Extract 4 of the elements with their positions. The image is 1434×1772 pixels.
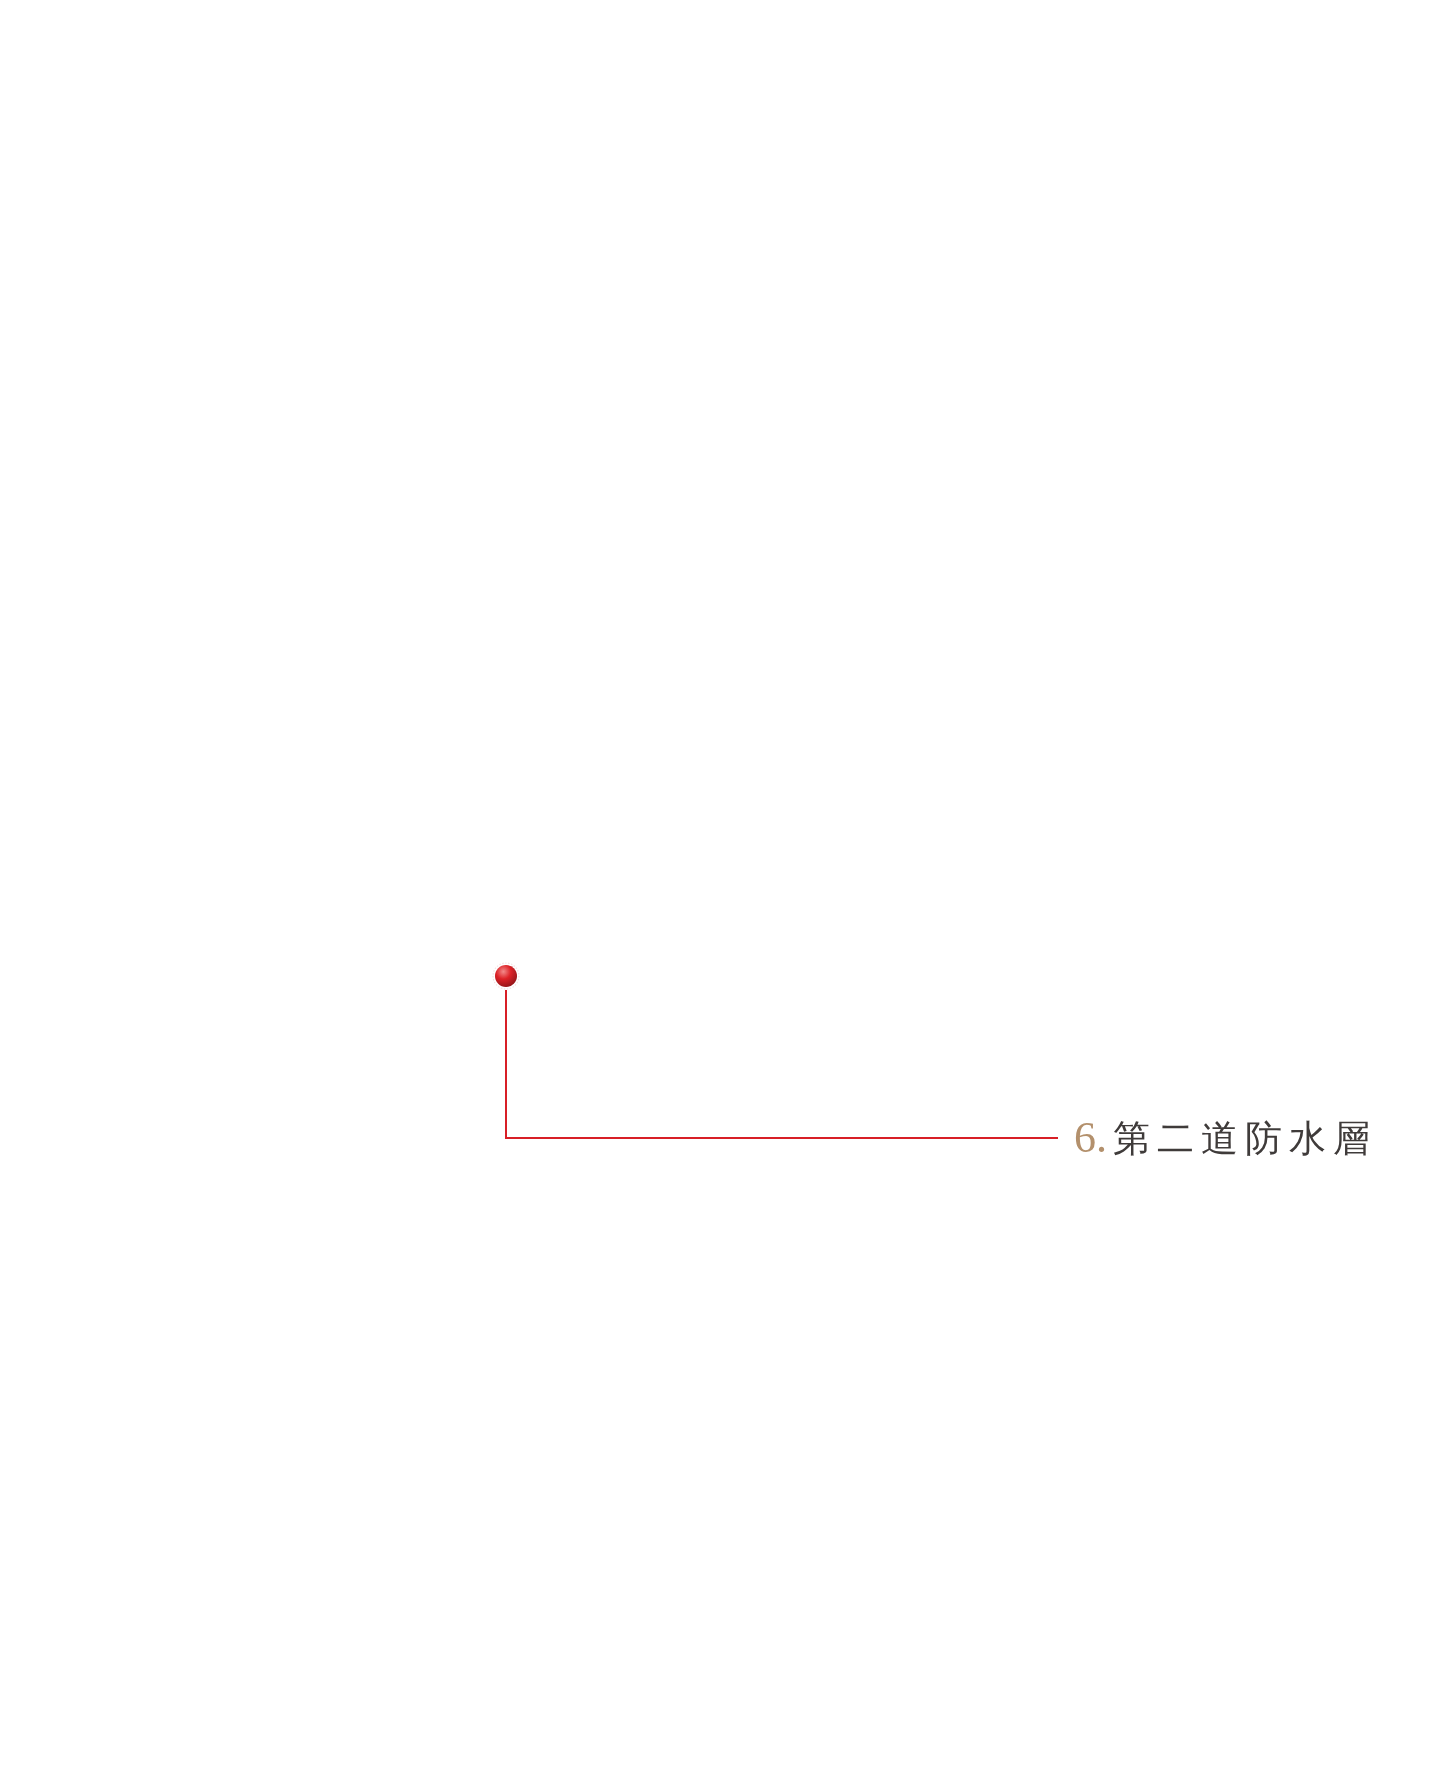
leader-line — [505, 989, 1059, 1139]
callout-number: 6. — [1074, 1116, 1107, 1160]
dot-marker-icon — [492, 962, 520, 990]
callout-label: 第二道防水層 — [1113, 1119, 1377, 1157]
